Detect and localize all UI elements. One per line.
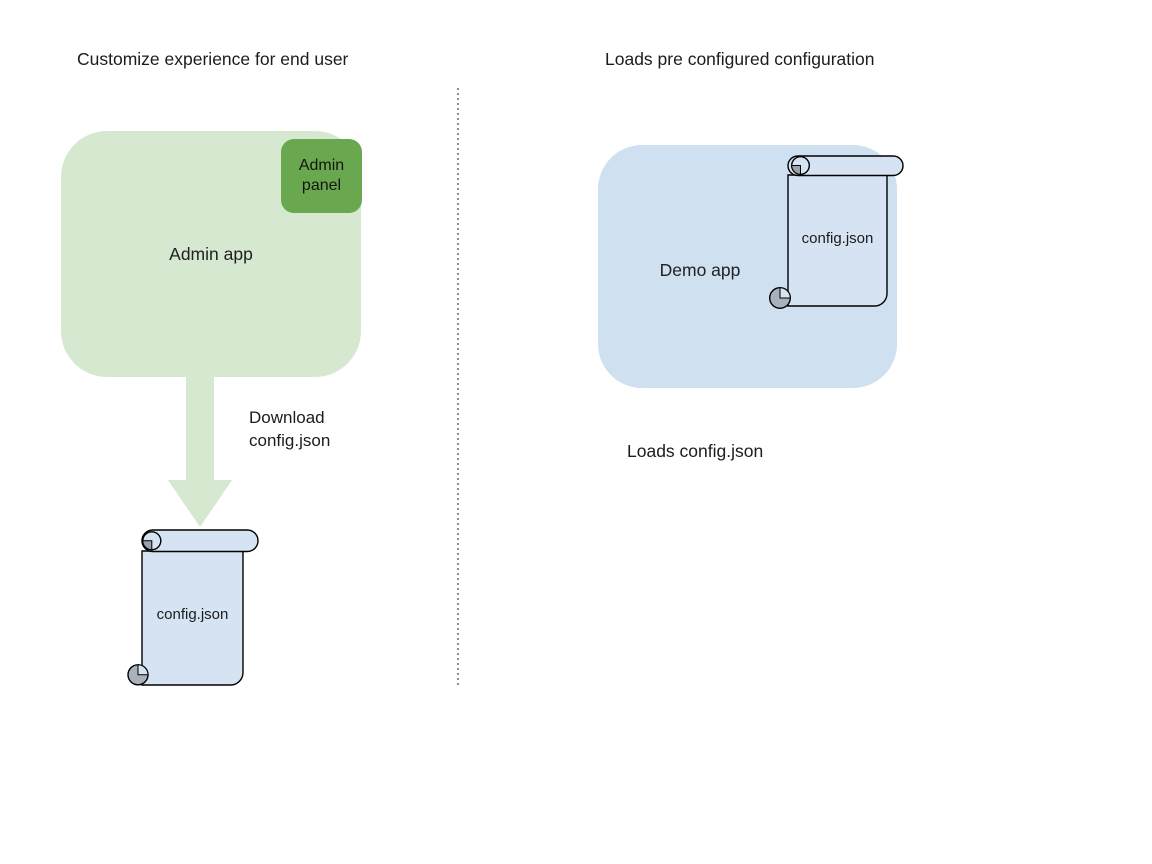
right-section-title: Loads pre configured configuration — [605, 49, 875, 69]
demo-app-label: Demo app — [659, 260, 741, 280]
scroll-body — [787, 174, 888, 307]
section-divider — [457, 88, 459, 686]
arrow-shape — [168, 377, 232, 527]
scroll-body — [141, 550, 244, 686]
admin-panel-box: Admin panel — [281, 139, 362, 213]
admin-app-label: Admin app — [169, 243, 253, 264]
download-arrow-icon — [168, 377, 232, 527]
scroll-top-curl-shade — [142, 540, 153, 551]
scroll-top-bar — [787, 155, 904, 177]
left-section-title: Customize experience for end user — [77, 49, 349, 69]
config-json-scroll-right: config.json — [768, 155, 904, 309]
config-json-scroll-left: config.json — [127, 529, 259, 686]
download-config-label: Download config.json — [249, 408, 331, 450]
config-json-label-right: config.json — [802, 230, 874, 247]
admin-panel-label: Admin panel — [298, 156, 345, 195]
scroll-top-curl-shade — [791, 165, 801, 175]
config-json-label-left: config.json — [157, 606, 229, 623]
scroll-bottom-curl-notch — [779, 287, 791, 299]
loads-config-caption: Loads config.json — [627, 441, 764, 461]
scroll-bottom-curl-notch — [137, 664, 149, 676]
scroll-top-bar — [141, 529, 259, 553]
